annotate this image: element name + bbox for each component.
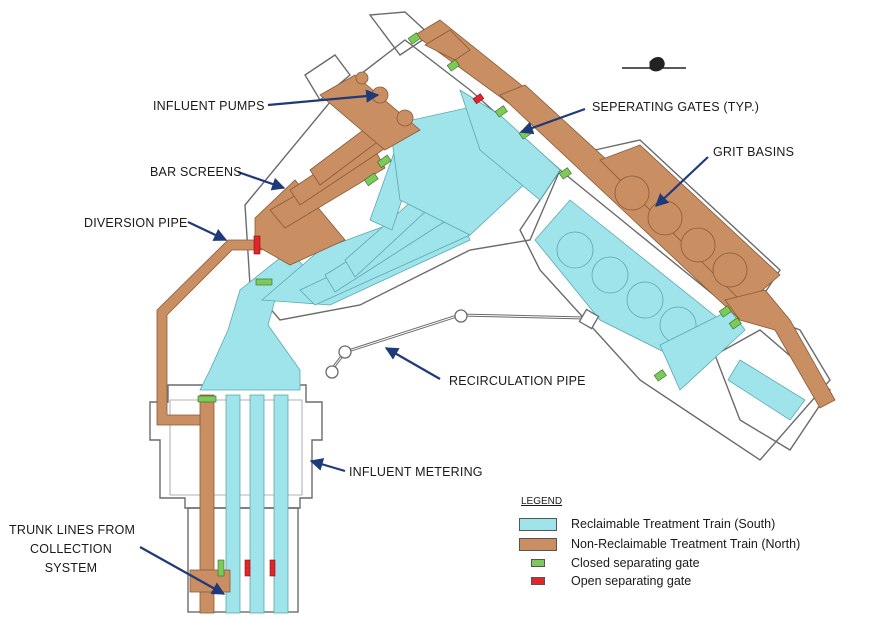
legend-swatch-reclaimable: [519, 517, 557, 531]
closed-gates: [197, 32, 742, 577]
legend-label-closed-gate: Closed separating gate: [571, 556, 700, 570]
label-bar-screens: BAR SCREENS: [150, 165, 242, 179]
legend-swatch-non-reclaimable: [519, 537, 557, 551]
label-trunk-lines-2: COLLECTION: [30, 542, 112, 556]
north-arrow-icon: [622, 57, 686, 72]
label-grit-basins: GRIT BASINS: [713, 145, 795, 159]
open-gates: [244, 93, 485, 577]
non-reclaimable-train: [156, 19, 836, 614]
legend-swatch-wrap-open: [519, 577, 557, 585]
label-trunk-lines-3: SYSTEM: [44, 561, 98, 575]
recirculation-pipe: [325, 308, 600, 379]
legend-item-closed-gate: Closed separating gate: [519, 555, 700, 571]
legend-swatch-wrap-closed: [519, 559, 557, 567]
label-influent-metering: INFLUENT METERING: [349, 465, 483, 479]
legend-item-open-gate: Open separating gate: [519, 573, 691, 589]
legend-label-reclaimable: Reclaimable Treatment Train (South): [571, 517, 776, 531]
label-diversion-pipe: DIVERSION PIPE: [84, 216, 188, 230]
legend-swatch-open-gate: [531, 577, 545, 585]
callout-arrows: [139, 89, 709, 595]
label-separating-gates: SEPERATING GATES (TYP.): [592, 100, 760, 114]
legend-item-reclaimable: Reclaimable Treatment Train (South): [519, 516, 775, 532]
legend-item-non-reclaimable: Non-Reclaimable Treatment Train (North): [519, 536, 800, 552]
legend-label-non-reclaimable: Non-Reclaimable Treatment Train (North): [571, 537, 801, 551]
label-recirculation-pipe: RECIRCULATION PIPE: [449, 374, 586, 388]
label-influent-pumps: INFLUENT PUMPS: [153, 99, 265, 113]
legend-title: LEGEND: [521, 496, 563, 507]
legend-swatch-closed-gate: [531, 559, 545, 567]
reclaimable-train: [199, 89, 806, 614]
legend-label-open-gate: Open separating gate: [571, 574, 692, 588]
label-trunk-lines-1: TRUNK LINES FROM: [9, 523, 136, 537]
